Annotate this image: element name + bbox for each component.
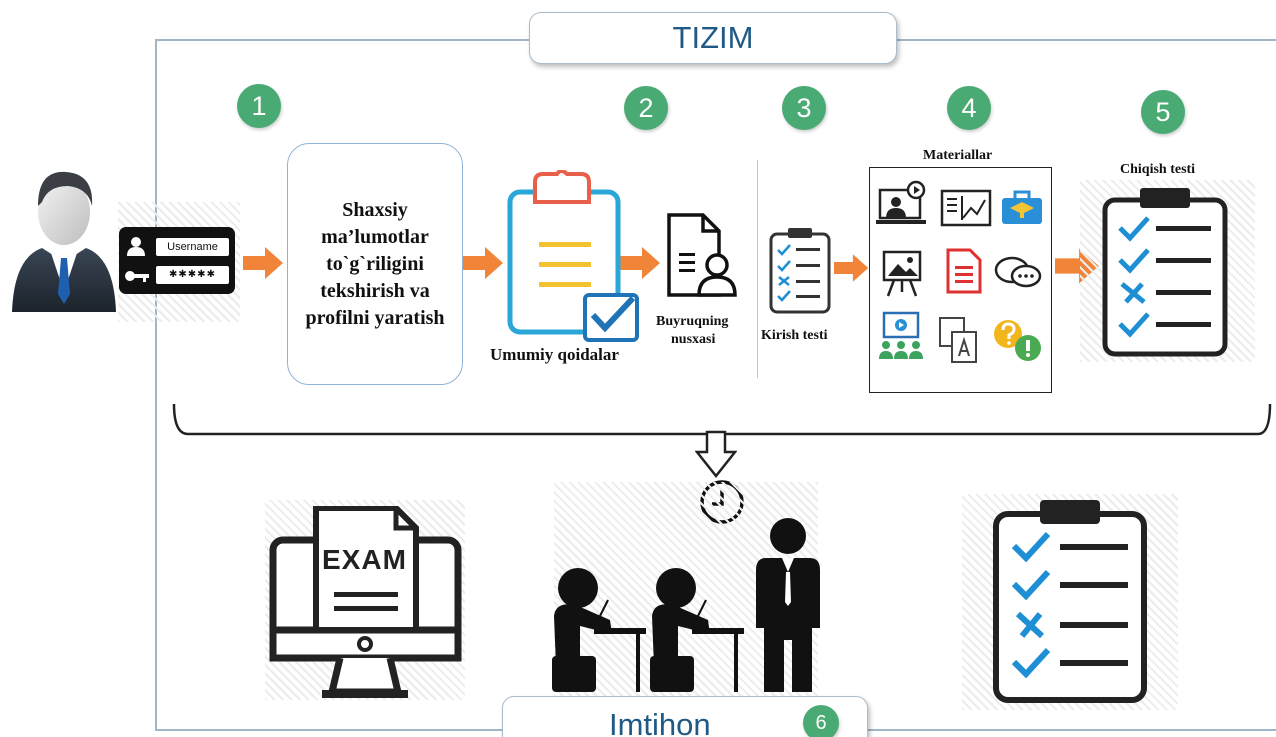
exam-clipboard-icon — [993, 500, 1147, 703]
question-answer-icon — [994, 320, 1041, 361]
exam-monitor-icon — [269, 506, 462, 698]
arrow-right-icon — [243, 247, 283, 279]
students-teacher-icon — [552, 518, 820, 692]
webinar-icon — [879, 311, 923, 359]
frame-bottom-left — [155, 729, 502, 731]
materials-box — [869, 167, 1052, 393]
order-copy-label-line1: Buyruqning — [656, 314, 729, 329]
exit-test-clipboard-icon — [1102, 188, 1228, 357]
translate-icon — [939, 317, 977, 363]
briefcase-icon — [1002, 190, 1042, 224]
key-icon — [125, 271, 149, 282]
step-6-badge: 6 — [803, 705, 839, 737]
login-card: Username ✱✱✱✱✱ — [119, 227, 235, 294]
system-title-box: TIZIM — [529, 12, 897, 64]
arrow-right-icon — [834, 254, 869, 282]
entry-test-clipboard-icon — [769, 228, 831, 314]
step-3-badge: 3 — [782, 86, 826, 130]
profile-check-box: Shaxsiy ma’lumotlar to`g`riligini tekshi… — [287, 143, 463, 385]
step-4-badge: 4 — [947, 86, 991, 130]
arrow-right-icon — [620, 247, 660, 279]
presentation-icon — [882, 250, 922, 297]
frame-left — [155, 39, 157, 731]
user-avatar-icon — [12, 171, 116, 312]
chat-icon — [994, 256, 1042, 288]
materials-label: Materiallar — [923, 148, 993, 163]
pdf-file-icon — [946, 248, 982, 294]
entry-test-label: Kirish testi — [761, 328, 828, 343]
chart-board-icon — [940, 189, 992, 227]
frame-bottom-right — [866, 729, 1276, 731]
password-field: ✱✱✱✱✱ — [156, 266, 229, 284]
step-5-badge: 5 — [1141, 90, 1185, 134]
separator — [757, 160, 758, 378]
rules-clipboard-icon — [507, 170, 639, 342]
rules-label: Umumiy qoidalar — [490, 345, 619, 364]
exit-test-label: Chiqish testi — [1120, 162, 1196, 177]
exam-title: Imtihon — [609, 707, 711, 737]
step-2-badge: 2 — [624, 86, 668, 130]
order-copy-label-line2: nusxasi — [671, 332, 716, 347]
step-1-badge: 1 — [237, 84, 281, 128]
exam-screen-text: EXAM — [322, 544, 407, 575]
username-field: Username — [156, 238, 229, 256]
profile-check-text: Shaxsiy ma’lumotlar to`g`riligini tekshi… — [305, 198, 445, 329]
exam-title-box: Imtihon 6 — [502, 696, 868, 737]
user-id-icon — [127, 237, 145, 256]
frame-top-right — [895, 39, 1276, 41]
arrow-right-icon — [463, 247, 503, 279]
video-lesson-icon — [876, 180, 926, 224]
frame-top-left — [155, 39, 529, 41]
down-arrow-icon — [695, 430, 737, 478]
document-user-icon — [667, 213, 737, 297]
system-title: TIZIM — [672, 20, 754, 55]
